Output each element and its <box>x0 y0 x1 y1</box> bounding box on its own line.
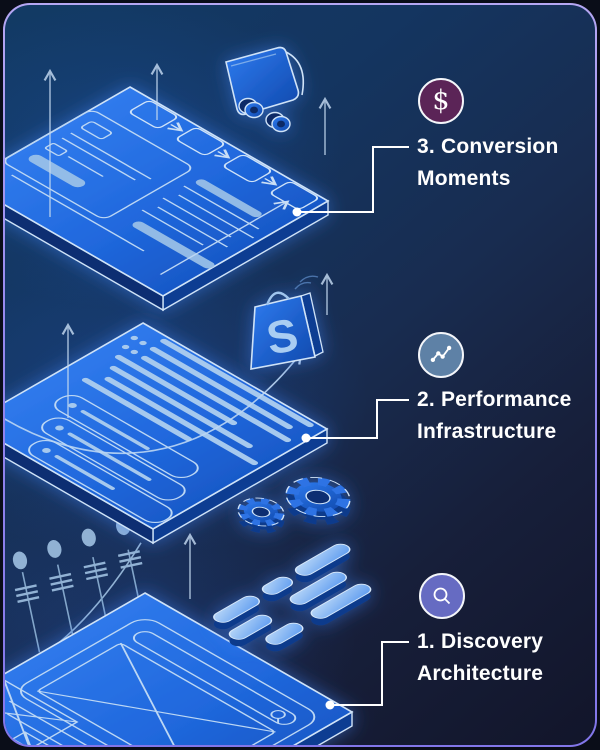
isometric-illustration: S <box>5 46 409 745</box>
search-icon <box>419 573 465 619</box>
search-glyph <box>270 710 286 724</box>
trend-icon <box>418 332 464 378</box>
callout-connectors <box>292 146 409 710</box>
callout-line-1 <box>330 641 409 706</box>
level-label-line: 1. Discovery <box>417 630 544 653</box>
search-glyph <box>433 587 451 605</box>
dollar-icon: $ <box>418 78 464 124</box>
up-arrows <box>43 62 334 599</box>
card-frame: S <box>3 3 597 747</box>
dollar-glyph: $ <box>432 84 450 116</box>
gears-icon <box>237 477 351 534</box>
level-label-line: 3. Conversion <box>417 135 559 158</box>
callout-dot-1 <box>325 700 335 710</box>
level-label-line: 2. Performance <box>417 388 572 411</box>
level-label-line: Moments <box>417 167 511 190</box>
keyword-blocks <box>213 543 372 652</box>
performance-plane <box>5 322 329 545</box>
callout-dot-2 <box>301 433 311 443</box>
illustration-panel: S <box>5 5 595 745</box>
level-label-performance: 2. Performance Infrastructure <box>417 384 572 448</box>
shopify-bag-icon: S <box>250 275 324 370</box>
discovery-plane <box>5 517 372 745</box>
conversion-plane <box>5 86 330 312</box>
callout-line-2 <box>306 399 409 439</box>
trend-glyph <box>430 345 452 363</box>
level-label-discovery: 1. Discovery Architecture <box>417 626 543 690</box>
level-label-conversion: 3. Conversion Moments <box>417 131 558 195</box>
callout-dot-3 <box>292 207 302 217</box>
level-label-line: Architecture <box>417 662 544 685</box>
callout-line-3 <box>297 146 409 213</box>
shopping-cart-icon <box>225 46 305 133</box>
level-label-line: Infrastructure <box>417 420 557 443</box>
